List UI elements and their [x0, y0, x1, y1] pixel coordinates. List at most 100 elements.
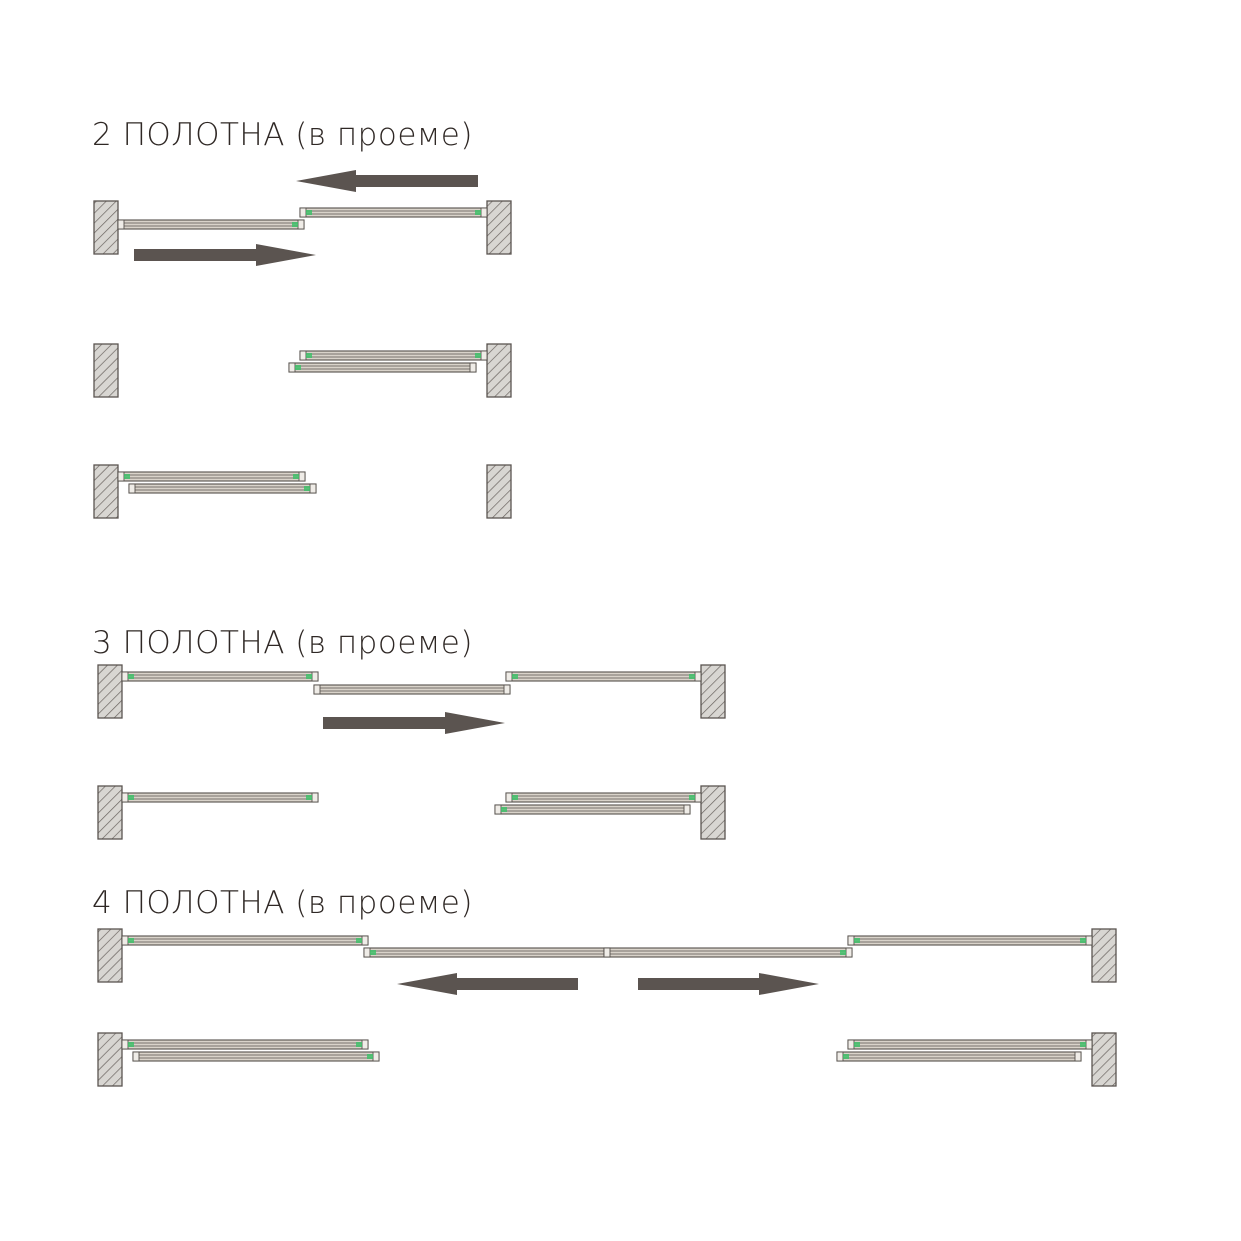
panel-frame [121, 792, 319, 803]
panel-frame [121, 935, 369, 946]
panel-end-profile [311, 671, 319, 682]
panel-roller-mark [512, 674, 518, 679]
section-title-2-panels: 2 ПОЛОТНА (в проеме) [92, 117, 473, 153]
wall-segment [1091, 1032, 1117, 1087]
panel-frame [299, 350, 488, 361]
panel-end-profile [1085, 935, 1093, 946]
door-panel [847, 1039, 1093, 1050]
panel-end-profile [121, 1039, 129, 1050]
panel-end-profile [480, 350, 488, 361]
panel-roller-mark [306, 210, 312, 215]
panel-end-profile [121, 671, 129, 682]
panel-roller-mark [475, 210, 481, 215]
panel-frame [121, 1039, 369, 1050]
panel-end-profile [1085, 1039, 1093, 1050]
panel-end-profile [694, 792, 702, 803]
panel-roller-mark [1080, 938, 1086, 943]
door-panel [117, 219, 305, 230]
wall-segment [97, 664, 123, 719]
panel-frame [313, 684, 511, 695]
panel-end-profile [603, 947, 611, 958]
door-panel [505, 671, 702, 682]
panel-end-profile [480, 207, 488, 218]
wall-segment [486, 464, 512, 519]
wall-segment [700, 664, 726, 719]
panel-roller-mark [843, 1054, 849, 1059]
panel-frame [288, 362, 477, 373]
arrow-right-icon [134, 244, 316, 266]
panel-end-profile [494, 804, 502, 815]
panel-frame [494, 804, 691, 815]
panel-roller-mark [840, 950, 846, 955]
panel-frame [836, 1051, 1082, 1062]
panel-frame [603, 947, 853, 958]
panel-end-profile [313, 684, 321, 695]
panel-roller-mark [128, 674, 134, 679]
panel-end-profile [132, 1051, 140, 1062]
door-panel [505, 792, 702, 803]
panel-end-profile [847, 1039, 855, 1050]
arrow-left-icon [397, 973, 578, 995]
panel-roller-mark [128, 795, 134, 800]
wall-segment [93, 464, 119, 519]
panel-end-profile [121, 935, 129, 946]
panel-roller-mark [689, 795, 695, 800]
panel-end-profile [288, 362, 296, 373]
wall-segment [1091, 928, 1117, 983]
panel-end-profile [372, 1051, 380, 1062]
panel-roller-mark [356, 1042, 362, 1047]
panel-end-profile [117, 219, 125, 230]
panel-roller-mark [854, 938, 860, 943]
panel-roller-mark [689, 674, 695, 679]
panel-roller-mark [295, 365, 301, 370]
door-panel [313, 684, 511, 695]
panel-roller-mark [124, 474, 130, 479]
panel-roller-mark [292, 222, 298, 227]
section-title-4-panels: 4 ПОЛОТНА (в проеме) [92, 885, 473, 921]
panel-roller-mark [370, 950, 376, 955]
panel-end-profile [845, 947, 853, 958]
panel-end-profile [121, 792, 129, 803]
panel-frame [299, 207, 488, 218]
panel-end-profile [836, 1051, 844, 1062]
panel-frame [117, 219, 305, 230]
panel-roller-mark [1080, 1042, 1086, 1047]
panel-roller-mark [293, 474, 299, 479]
panel-roller-mark [367, 1054, 373, 1059]
panel-end-profile [311, 792, 319, 803]
door-panel [121, 1039, 369, 1050]
wall-segment [93, 200, 119, 255]
door-panel [121, 935, 369, 946]
panel-end-profile [297, 219, 305, 230]
panel-end-profile [299, 350, 307, 361]
door-panel [299, 207, 488, 218]
door-panel [847, 935, 1093, 946]
panel-frame [363, 947, 611, 958]
panel-frame [117, 471, 306, 482]
panel-frame [505, 671, 702, 682]
section-title-3-panels: 3 ПОЛОТНА (в проеме) [92, 625, 473, 661]
wall-segment [486, 200, 512, 255]
panel-end-profile [117, 471, 125, 482]
panel-end-profile [505, 671, 513, 682]
panel-end-profile [298, 471, 306, 482]
door-panel [121, 671, 319, 682]
arrow-left-icon [296, 170, 478, 192]
panel-roller-mark [306, 674, 312, 679]
arrow-right-icon [323, 712, 505, 734]
door-panel [836, 1051, 1082, 1062]
panel-end-profile [683, 804, 691, 815]
panel-roller-mark [306, 353, 312, 358]
panel-end-profile [128, 483, 136, 494]
panel-end-profile [309, 483, 317, 494]
panel-end-profile [299, 207, 307, 218]
door-panel [132, 1051, 380, 1062]
arrow-right-icon [638, 973, 819, 995]
panel-roller-mark [128, 938, 134, 943]
door-panel [363, 947, 611, 958]
panel-frame [847, 935, 1093, 946]
panel-end-profile [469, 362, 477, 373]
door-panel [494, 804, 691, 815]
panel-roller-mark [475, 353, 481, 358]
